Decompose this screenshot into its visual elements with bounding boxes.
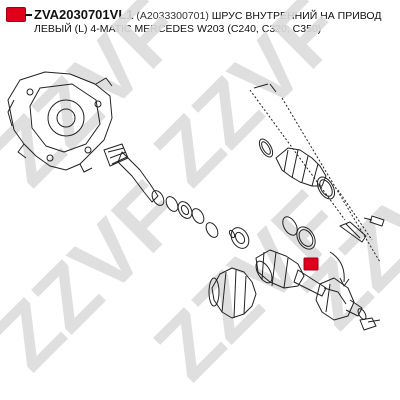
- caption-text: ZVA2030701VL1 (A2033300701) ШРУС ВНУТРЕН…: [34, 8, 396, 36]
- washer-2: [205, 222, 219, 238]
- clamp-ring-lower: [316, 176, 336, 200]
- product-caption: ZVA2030701VL1 (A2033300701) ШРУС ВНУТРЕН…: [0, 0, 400, 42]
- marker-dash: [25, 14, 32, 16]
- part-code: ZVA2030701VL1: [34, 7, 134, 22]
- washer-1: [191, 208, 205, 224]
- clamp-ring-upper: [258, 138, 274, 158]
- part-description: ШРУС ВНУТРЕННИЙ НА ПРИВОД ЛЕВЫЙ (L) 4-MA…: [34, 10, 382, 35]
- dust-cap: [339, 221, 367, 243]
- retaining-ring-2: [296, 226, 316, 250]
- inner-boot: [208, 267, 257, 319]
- small-bolt-upper: [363, 215, 385, 227]
- snap-ring-1: [165, 196, 179, 212]
- outer-boot: [275, 147, 327, 187]
- splined-stub-shaft: [103, 143, 165, 206]
- differential-housing: [7, 71, 113, 173]
- highlight-marker: [303, 257, 319, 271]
- retaining-ring-1: [282, 216, 298, 236]
- cv-joint-drive-shaft: [255, 249, 367, 321]
- bearing-ring: [228, 227, 250, 249]
- assembly-arrow-head: [339, 277, 350, 287]
- guide-line: [249, 89, 346, 221]
- oem-number: (A2033300701): [136, 10, 209, 22]
- snap-ring-2: [177, 201, 193, 219]
- axle-nut: [359, 317, 381, 331]
- assembly-arrow: [329, 251, 345, 283]
- guide-corner: [253, 83, 277, 93]
